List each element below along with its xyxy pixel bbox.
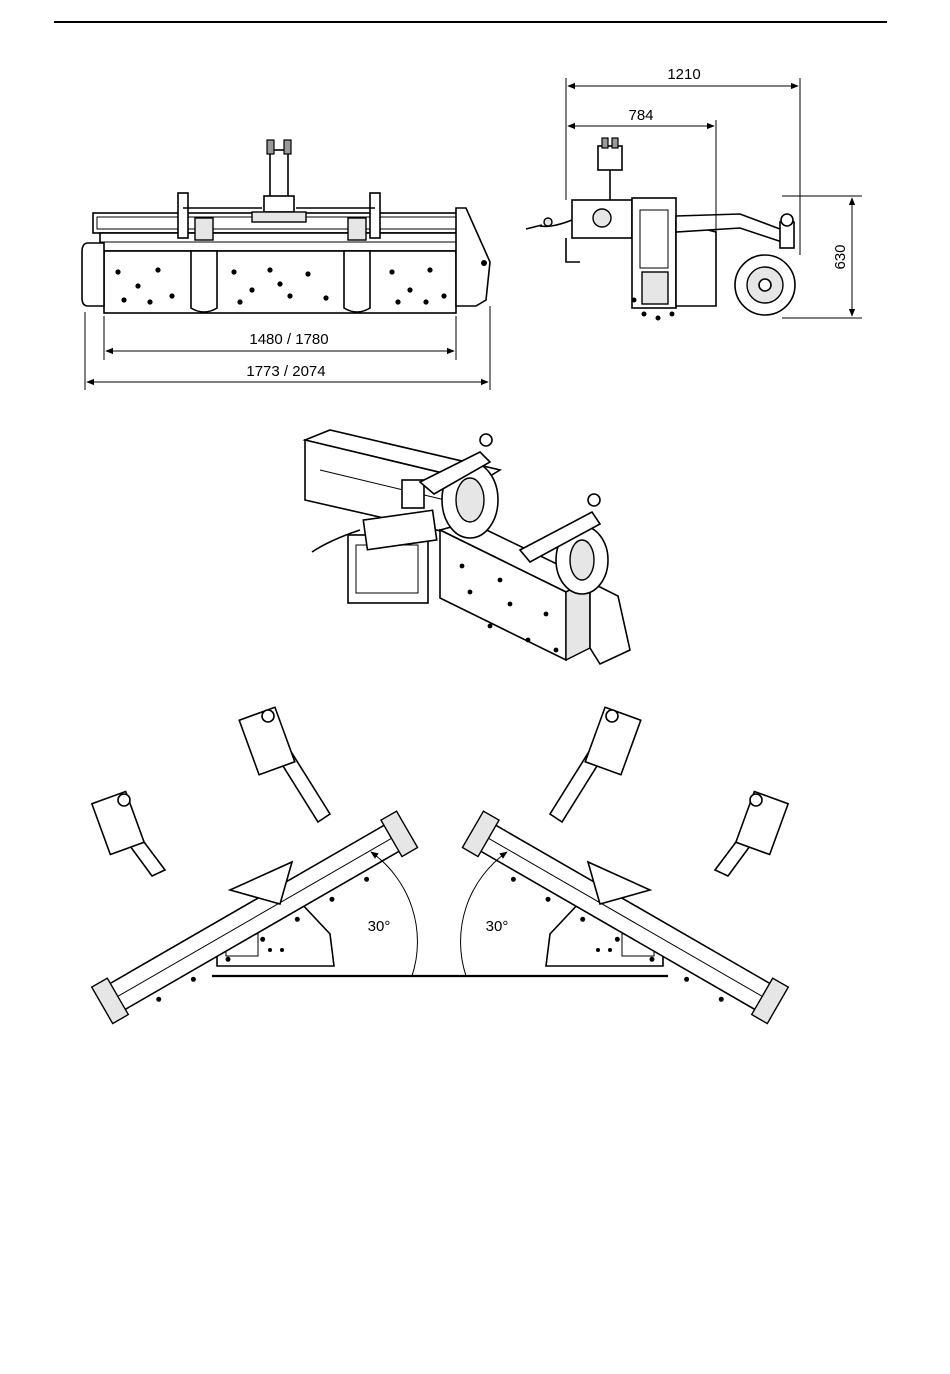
side-dim-height-label: 630 [832,244,849,269]
side-dim-hitch-length-label: 784 [628,107,653,124]
front-dim-outer-label: 1773 / 2074 [246,363,325,380]
tilt-angle-right-label: 30° [486,918,509,935]
front-view-drawing [82,140,490,313]
front-dim-inner-label: 1480 / 1780 [249,331,328,348]
side-dim-total-length-label: 1210 [667,66,700,83]
tilt-view-left-drawing [92,707,420,1027]
isometric-view-drawing [305,430,630,664]
tilt-angle-left-label: 30° [368,918,391,935]
tilt-view-right-drawing [460,707,788,1027]
